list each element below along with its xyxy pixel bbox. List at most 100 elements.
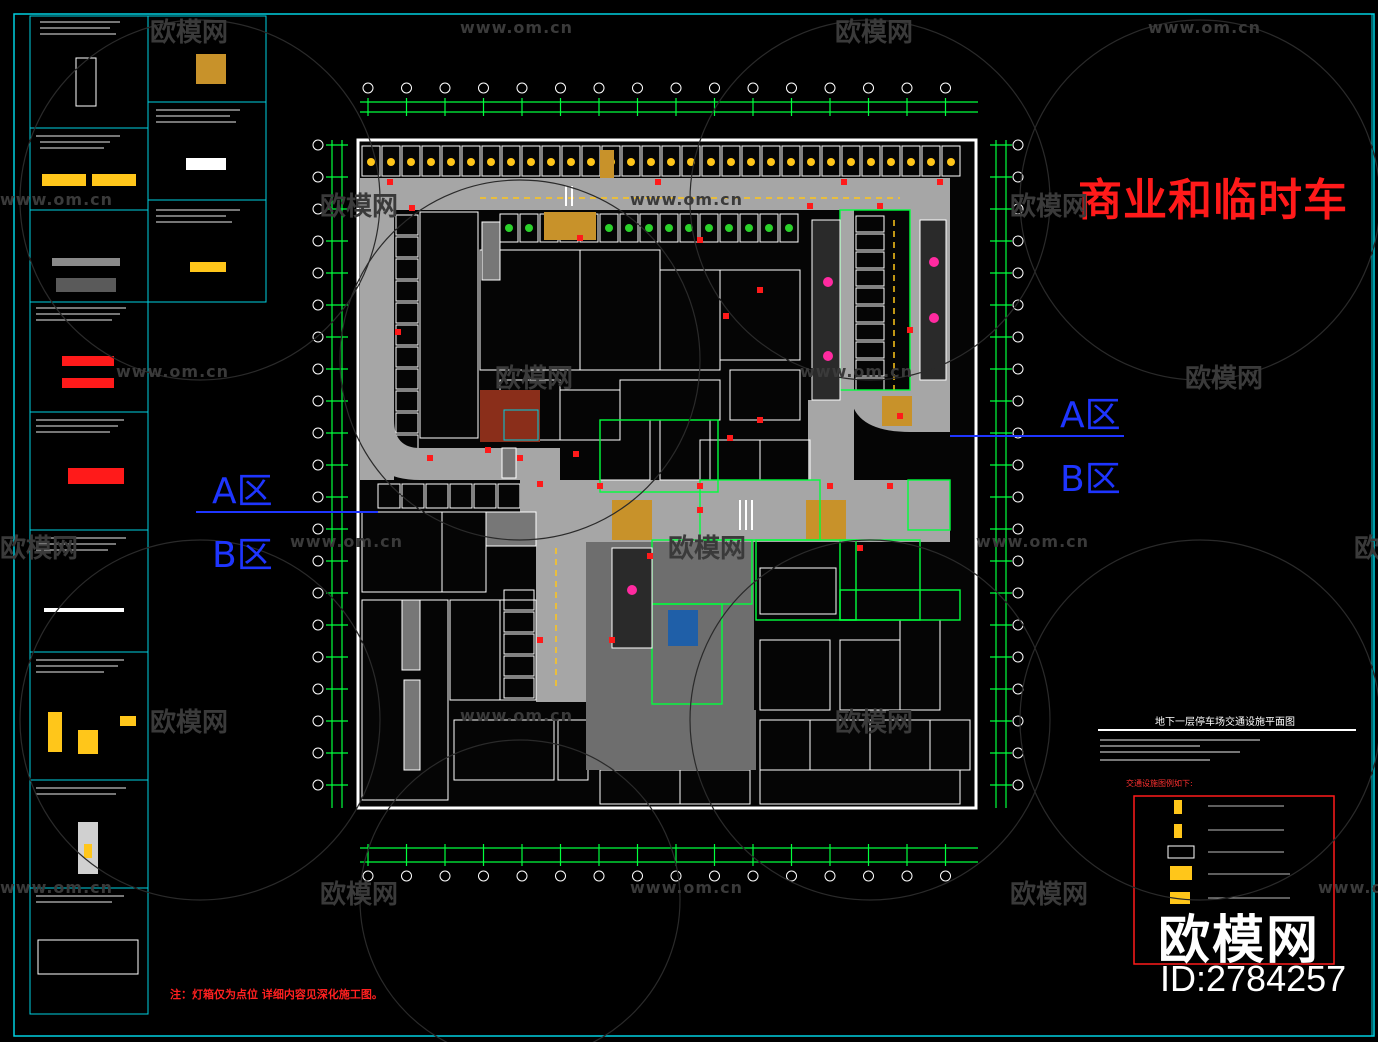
watermark-url: www.om.cn (0, 190, 114, 209)
parking-stall-marker (487, 158, 495, 166)
grid-bubble (312, 683, 324, 695)
sign-marker (807, 203, 813, 209)
parking-stall (761, 145, 781, 177)
parking-stall (661, 145, 681, 177)
grid-bubble (1012, 139, 1024, 151)
parking-stall (759, 213, 779, 243)
watermark-logo: 欧模网 (0, 534, 79, 564)
drawing-note: 注：灯箱仅为点位 详细内容见深化施工图。 (170, 988, 383, 1001)
parking-stall (503, 633, 535, 655)
detail-column (29, 15, 267, 1015)
grid-bubble (312, 619, 324, 631)
grid-bubble (478, 82, 489, 94)
sign-marker (655, 179, 661, 185)
watermark-logo: 欧模网 (1185, 364, 1264, 394)
parking-stall-marker (367, 158, 375, 166)
parking-stall (821, 145, 841, 177)
parking-stall (779, 213, 799, 243)
watermark-arcs (19, 19, 1378, 1042)
parking-stall (901, 145, 921, 177)
grid-dimension-lines (331, 101, 1007, 863)
grid-bubble (1012, 331, 1024, 343)
parking-stall (721, 145, 741, 177)
parking-stall (401, 145, 421, 177)
grid-bubble (1012, 427, 1024, 439)
zone-b-label-left: B区 (212, 535, 273, 576)
sign-marker (877, 203, 883, 209)
grid-bubble (1012, 491, 1024, 503)
parking-stall (855, 269, 885, 287)
grid-bubble (439, 870, 451, 882)
sign-marker (409, 205, 415, 211)
sign-marker (609, 637, 615, 643)
parking-stall-marker (527, 158, 535, 166)
parking-stall-marker (725, 224, 733, 232)
sign-marker (857, 545, 863, 551)
grid-bubble (632, 82, 643, 94)
watermark-logo: 欧模网 (150, 18, 229, 48)
sign-marker (727, 435, 733, 441)
sign-marker (427, 455, 433, 461)
watermark-logo: 欧模网 (668, 534, 747, 564)
parking-stall (421, 145, 441, 177)
grid-bubble (1012, 459, 1024, 471)
grid-bubble (312, 779, 324, 791)
grid-bubble (312, 331, 324, 343)
sign-marker (757, 417, 763, 423)
grid-bubble (1012, 683, 1024, 695)
parking-stall-marker (807, 158, 815, 166)
parking-stall (641, 145, 661, 177)
parking-stall (621, 145, 641, 177)
grid-bubble (940, 82, 951, 94)
parking-stall (739, 213, 759, 243)
parking-stall (381, 145, 401, 177)
commercial-temp-parking-label: 商业和临时车 (1078, 175, 1348, 226)
parking-stall-marker (647, 158, 655, 166)
grid-bubble (670, 870, 682, 882)
sign-marker (485, 447, 491, 453)
brand-watermark: 欧模网 (1158, 911, 1321, 971)
grid-bubble (1012, 203, 1024, 215)
watermark-logo: 欧模网 (1354, 534, 1378, 564)
grid-bubble (901, 870, 913, 882)
grid-bubble (312, 395, 324, 407)
parking-stall-marker (667, 158, 675, 166)
parking-stall (503, 655, 535, 677)
watermark-logo: 欧模网 (150, 708, 229, 738)
parking-stall (719, 213, 739, 243)
parking-stall-marker (567, 158, 575, 166)
parking-stall (425, 483, 449, 509)
parking-stall (941, 145, 961, 177)
parking-stall (855, 251, 885, 269)
grid-bubble (312, 139, 324, 151)
sign-marker (697, 507, 703, 513)
watermark-logo: 欧模网 (1010, 192, 1089, 222)
parking-stall-marker (887, 158, 895, 166)
parking-stall-marker (525, 224, 533, 232)
parking-stall-marker (507, 158, 515, 166)
parking-stall (801, 145, 821, 177)
parking-stall (855, 215, 885, 233)
parking-stall (361, 145, 381, 177)
watermark-url: www.om.cn (1148, 18, 1262, 37)
sign-marker (697, 237, 703, 243)
grid-bubble (747, 870, 759, 882)
parking-stall (461, 145, 481, 177)
grid-bubble (312, 459, 324, 471)
grid-bubble (312, 715, 324, 727)
grid-bubble (312, 587, 324, 599)
grid-bubble (1012, 587, 1024, 599)
watermark-url: www.om.cn (1318, 878, 1378, 897)
sign-marker (537, 481, 543, 487)
sign-marker (537, 637, 543, 643)
legend-title: 地下一层停车场交通设施平面图 (1155, 717, 1295, 728)
parking-stall-marker (907, 158, 915, 166)
watermark-logo: 欧模网 (320, 192, 399, 222)
parking-stall-marker (827, 158, 835, 166)
parking-stall-marker (687, 158, 695, 166)
sign-marker (577, 235, 583, 241)
parking-stall (619, 213, 639, 243)
parking-stall (395, 236, 419, 258)
parking-stall-marker (785, 224, 793, 232)
grid-bubble (863, 870, 874, 882)
